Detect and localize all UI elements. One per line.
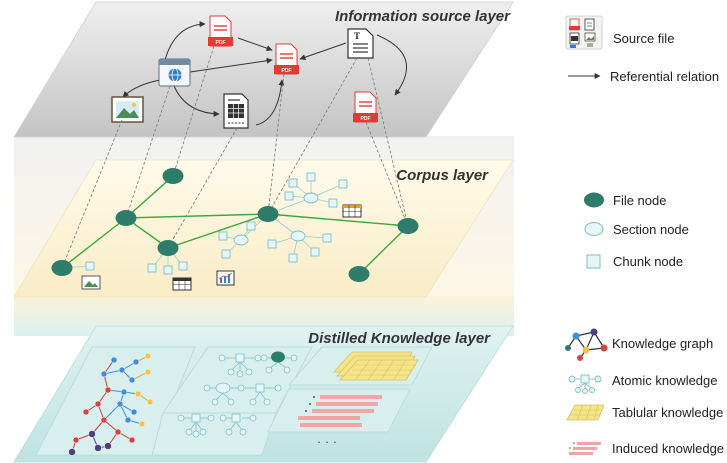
- image-chunk-icon: [81, 275, 101, 290]
- svg-text:PDF: PDF: [216, 40, 226, 46]
- section-node: [303, 192, 319, 204]
- referential-arrow: [173, 85, 220, 117]
- pdf-icon: PDF: [208, 15, 233, 47]
- chunk-node: [288, 253, 298, 263]
- more-ellipsis: · · ·: [317, 434, 337, 449]
- chunk-node: [306, 172, 316, 182]
- file-node: [348, 266, 370, 282]
- legend: Source file Referential relation File no…: [565, 15, 724, 456]
- legend-tabular-knowledge: Tablular knowledge: [612, 405, 723, 420]
- referential-arrow: [189, 57, 273, 73]
- atomic-file-node: [271, 351, 285, 363]
- chunk-node: [310, 247, 320, 257]
- tabular-knowledge-grid: [333, 351, 419, 381]
- legend-atomic-knowledge: Atomic knowledge: [612, 373, 718, 388]
- chunk-node-legend-icon: [586, 254, 601, 269]
- atomic-knowledge-clusters: [177, 353, 298, 438]
- tabular-knowledge-legend-icon: [566, 404, 605, 421]
- corpus-layer-title: Corpus layer: [396, 167, 489, 184]
- referential-arrow: [255, 79, 285, 126]
- atomic-knowledge-legend-icon: [568, 374, 602, 394]
- source-file-legend-icon: [565, 15, 603, 50]
- knowledge-layer-title: Distilled Knowledge layer: [308, 330, 491, 347]
- svg-text:T: T: [354, 31, 360, 41]
- legend-chunk-node: Chunk node: [613, 254, 683, 269]
- pdf-icon: PDF: [274, 43, 299, 75]
- file-node: [162, 168, 184, 184]
- legend-section-node: Section node: [613, 222, 689, 237]
- webpage-icon: [158, 58, 191, 87]
- chunk-node: [267, 239, 277, 249]
- section-nodes: [233, 192, 319, 246]
- referential-arrow: [376, 34, 408, 96]
- induced-knowledge-legend-icon: [569, 442, 601, 455]
- legend-referential-relation: Referential relation: [610, 69, 719, 84]
- file-node: [115, 210, 137, 226]
- section-node: [233, 234, 249, 246]
- section-node: [290, 230, 306, 242]
- spreadsheet-document-icon: [223, 93, 249, 129]
- file-node: [51, 260, 73, 276]
- legend-file-node: File node: [613, 193, 666, 208]
- file-node: [397, 218, 419, 234]
- table-chunk-icon: [172, 277, 192, 291]
- source-layer-title: Information source layer: [335, 8, 511, 25]
- file-node: [157, 240, 179, 256]
- chunk-node: [85, 261, 95, 271]
- svg-text:PDF: PDF: [361, 116, 371, 122]
- chunk-node: [328, 198, 338, 208]
- table-chunk-icon: [342, 204, 362, 218]
- knowledge-graph-legend-icon: [565, 328, 608, 361]
- induced-knowledge-bars: [298, 395, 382, 427]
- atomic-knowledge-panel-lower: [151, 412, 277, 456]
- file-node: [257, 206, 279, 222]
- file-links: [61, 175, 409, 275]
- chunk-node: [221, 249, 231, 259]
- text-document-icon: T: [347, 28, 374, 59]
- projection-lines: [61, 45, 409, 269]
- chunk-node: [246, 221, 256, 231]
- legend-knowledge-graph: Knowledge graph: [612, 336, 713, 351]
- chunk-node: [163, 265, 173, 275]
- image-file-icon: [111, 96, 144, 123]
- chunk-node: [338, 179, 348, 189]
- file-nodes: [51, 168, 419, 282]
- referential-arrow: [299, 42, 347, 61]
- legend-induced-knowledge: Induced knowledge: [612, 441, 724, 456]
- referential-arrow: [122, 79, 161, 98]
- chunk-node: [322, 233, 332, 243]
- chart-chunk-icon: [216, 270, 235, 286]
- referential-arrow: [164, 21, 206, 61]
- chunk-node: [288, 178, 298, 188]
- chunk-node: [218, 231, 228, 241]
- chunk-node: [284, 191, 294, 201]
- file-node-legend-icon: [584, 192, 604, 208]
- information-source-layer: Information source layer PDF: [13, 1, 514, 138]
- chunk-node: [147, 263, 157, 273]
- chunk-nodes: [85, 172, 348, 275]
- knowledge-graph-mini: [68, 352, 154, 456]
- distilled-knowledge-layer: Distilled Knowledge layer: [13, 325, 514, 463]
- pdf-icon: PDF: [353, 91, 378, 123]
- svg-text:PDF: PDF: [282, 68, 292, 74]
- corpus-layer: Corpus layer: [13, 159, 514, 298]
- corpus-plane: [13, 159, 514, 298]
- chunk-node: [178, 261, 188, 271]
- referential-arrow: [237, 37, 273, 52]
- section-node-legend-icon: [584, 222, 604, 236]
- corpus-graph: [51, 168, 419, 291]
- legend-source-file: Source file: [613, 31, 674, 46]
